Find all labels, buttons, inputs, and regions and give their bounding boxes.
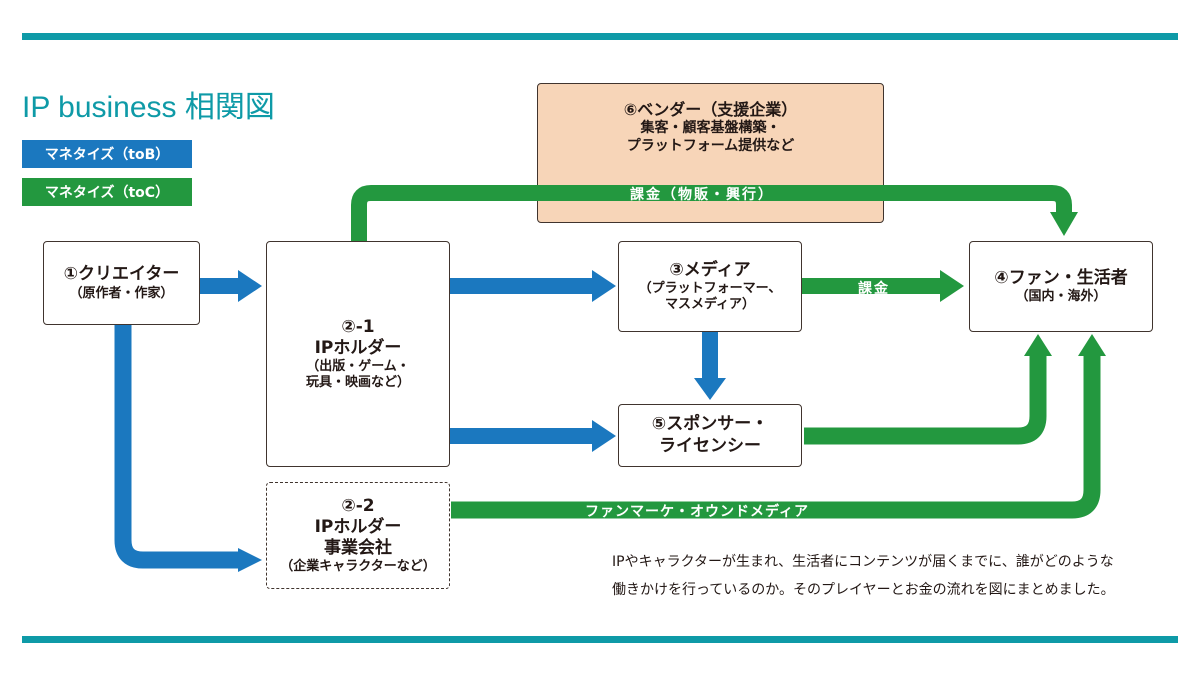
- sponsor-title2: ライセンシー: [659, 435, 761, 456]
- vendor-title: ⑥ベンダー（支援企業）: [623, 100, 798, 119]
- node-ipholder-2: ②-2 IPホルダー 事業会社 （企業キャラクターなど）: [266, 482, 450, 589]
- creator-sub: （原作者・作家）: [69, 285, 174, 301]
- flow-label-bottom: ファンマーケ・オウンドメディア: [585, 504, 810, 520]
- fan-title: ④ファン・生活者: [994, 267, 1128, 288]
- ipholder1-title: IPホルダー: [314, 337, 402, 358]
- node-media: ③メディア （プラットフォーマー、 マスメディア）: [618, 241, 802, 332]
- media-sub2: マスメディア）: [664, 297, 756, 313]
- node-sponsor: ⑤スポンサー・ ライセンシー: [618, 404, 802, 467]
- creator-title: ①クリエイター: [63, 264, 180, 285]
- arrow-media-to-fan: [802, 270, 964, 302]
- ipholder1-sub1: （出版・ゲーム・: [306, 359, 410, 374]
- media-sub1: （プラットフォーマー、: [638, 280, 782, 296]
- arrow-top-to-fan: [351, 185, 1072, 241]
- flow-label-top: 課金（物販・興行）: [630, 187, 774, 203]
- legend-toc: マネタイズ（toC）: [22, 178, 192, 206]
- ipholder2-title2: 事業会社: [324, 538, 392, 558]
- arrow-ipholder2-to-fan: [451, 352, 1101, 519]
- top-rule: [22, 33, 1178, 40]
- description-line-1: IPやキャラクターが生まれ、生活者にコンテンツが届くまでに、誰がどのような: [612, 554, 1114, 570]
- ipholder2-num: ②-2: [341, 495, 375, 516]
- bottom-rule: [22, 636, 1178, 643]
- node-ipholder-1: ②-1 IPホルダー （出版・ゲーム・ 玩具・映画など）: [266, 241, 450, 467]
- arrow-creator-to-ipholder1: [200, 270, 262, 302]
- vendor-sub1: 集客・顧客基盤構築・: [640, 120, 781, 136]
- page-title: IP business 相関図: [22, 91, 275, 124]
- ipholder1-sub2: 玩具・映画など）: [305, 375, 410, 391]
- arrow-ipholder1-to-media: [450, 270, 616, 302]
- arrow-sponsor-to-fan: [804, 352, 1047, 445]
- description: IPやキャラクターが生まれ、生活者にコンテンツが届くまでに、誰がどのような 働き…: [612, 548, 1115, 604]
- description-line-2: 働きかけを行っているのか。そのプレイヤーとお金の流れを図にまとめました。: [612, 582, 1115, 598]
- arrow-media-to-sponsor: [694, 332, 726, 400]
- arrow-creator-to-ipholder2: [114, 324, 240, 569]
- legend-tob: マネタイズ（toB）: [22, 140, 192, 168]
- ipholder1-num: ②-1: [341, 316, 375, 337]
- node-creator: ①クリエイター （原作者・作家）: [43, 241, 200, 325]
- sponsor-title1: ⑤スポンサー・: [651, 414, 769, 435]
- node-fan: ④ファン・生活者 （国内・海外）: [969, 241, 1153, 332]
- vendor-sub2: プラットフォーム提供など: [626, 137, 795, 154]
- flow-label-media-fan: 課金: [858, 281, 890, 297]
- ipholder2-title: IPホルダー: [314, 516, 402, 537]
- fan-sub: （国内・海外）: [1015, 289, 1107, 304]
- ipholder2-sub: （企業キャラクターなど）: [280, 559, 436, 575]
- arrow-ipholder1-to-sponsor: [450, 420, 616, 452]
- media-title: ③メディア: [669, 259, 751, 280]
